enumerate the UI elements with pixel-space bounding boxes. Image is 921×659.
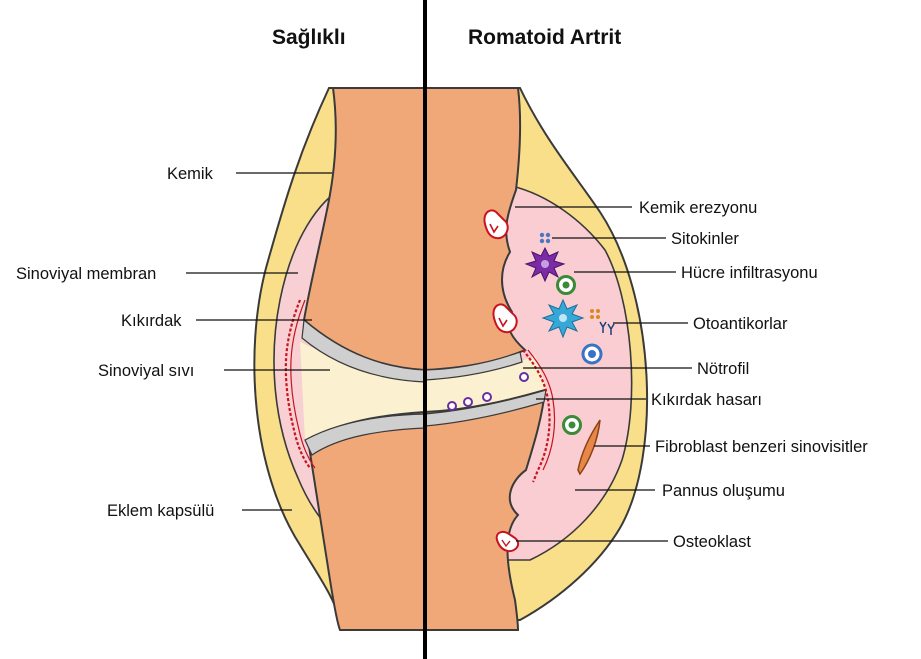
label-neutrophil: Nötrofil — [697, 360, 749, 378]
label-autoantibodies: Otoantikorlar — [693, 315, 788, 333]
label-cell-infiltration: Hücre infiltrasyonu — [681, 264, 818, 282]
title-rheumatoid-arthritis: Romatoid Artrit — [468, 26, 621, 49]
infiltrating-cell-green — [558, 277, 575, 294]
infiltrating-cell-green — [564, 417, 581, 434]
label-cytokines: Sitokinler — [671, 230, 739, 248]
label-cartilage: Kıkırdak — [121, 312, 182, 330]
label-bone-erosion: Kemik erezyonu — [639, 199, 757, 217]
label-joint-capsule: Eklem kapsülü — [107, 502, 214, 520]
label-synovial-fluid: Sinoviyal sıvı — [98, 362, 194, 380]
label-cartilage-damage: Kıkırdak hasarı — [651, 391, 762, 409]
label-synovial-membrane: Sinoviyal membran — [16, 265, 156, 283]
title-healthy: Sağlıklı — [272, 26, 346, 49]
activated-cell-cyan — [543, 300, 583, 337]
immune-cell-blue — [583, 345, 601, 363]
label-fibroblast-like-synoviocytes: Fibroblast benzeri sinovisitler — [655, 438, 868, 456]
label-osteoclast: Osteoklast — [673, 533, 751, 551]
label-pannus-formation: Pannus oluşumu — [662, 482, 785, 500]
label-bone: Kemik — [167, 165, 214, 183]
